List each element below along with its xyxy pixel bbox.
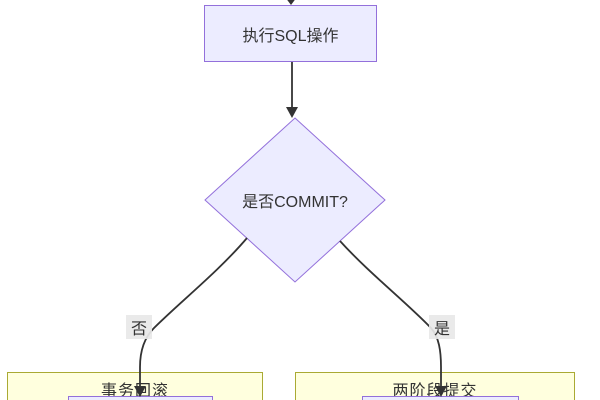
subgraph-two-phase-commit-title: 两阶段提交 bbox=[392, 383, 478, 400]
edge-decision-to-two-phase bbox=[339, 240, 442, 386]
arrowhead-into-rollback-icon bbox=[134, 386, 146, 397]
edge-decision-to-rollback bbox=[139, 237, 248, 386]
node-execute-sql-label: 执行SQL操作 bbox=[242, 27, 339, 45]
arrowhead-into-execute-icon bbox=[287, 0, 295, 5]
arrowhead-into-two-phase-icon bbox=[435, 386, 447, 397]
subgraph-rollback-title: 事务回滚 bbox=[100, 383, 169, 400]
inner-node-rollback bbox=[68, 396, 213, 400]
node-commit-decision bbox=[204, 117, 386, 283]
arrowhead-into-decision-icon bbox=[286, 107, 298, 118]
subgraph-rollback: 事务回滚 bbox=[7, 372, 263, 400]
inner-node-two-phase bbox=[362, 396, 519, 400]
node-execute-sql: 执行SQL操作 bbox=[204, 5, 377, 62]
